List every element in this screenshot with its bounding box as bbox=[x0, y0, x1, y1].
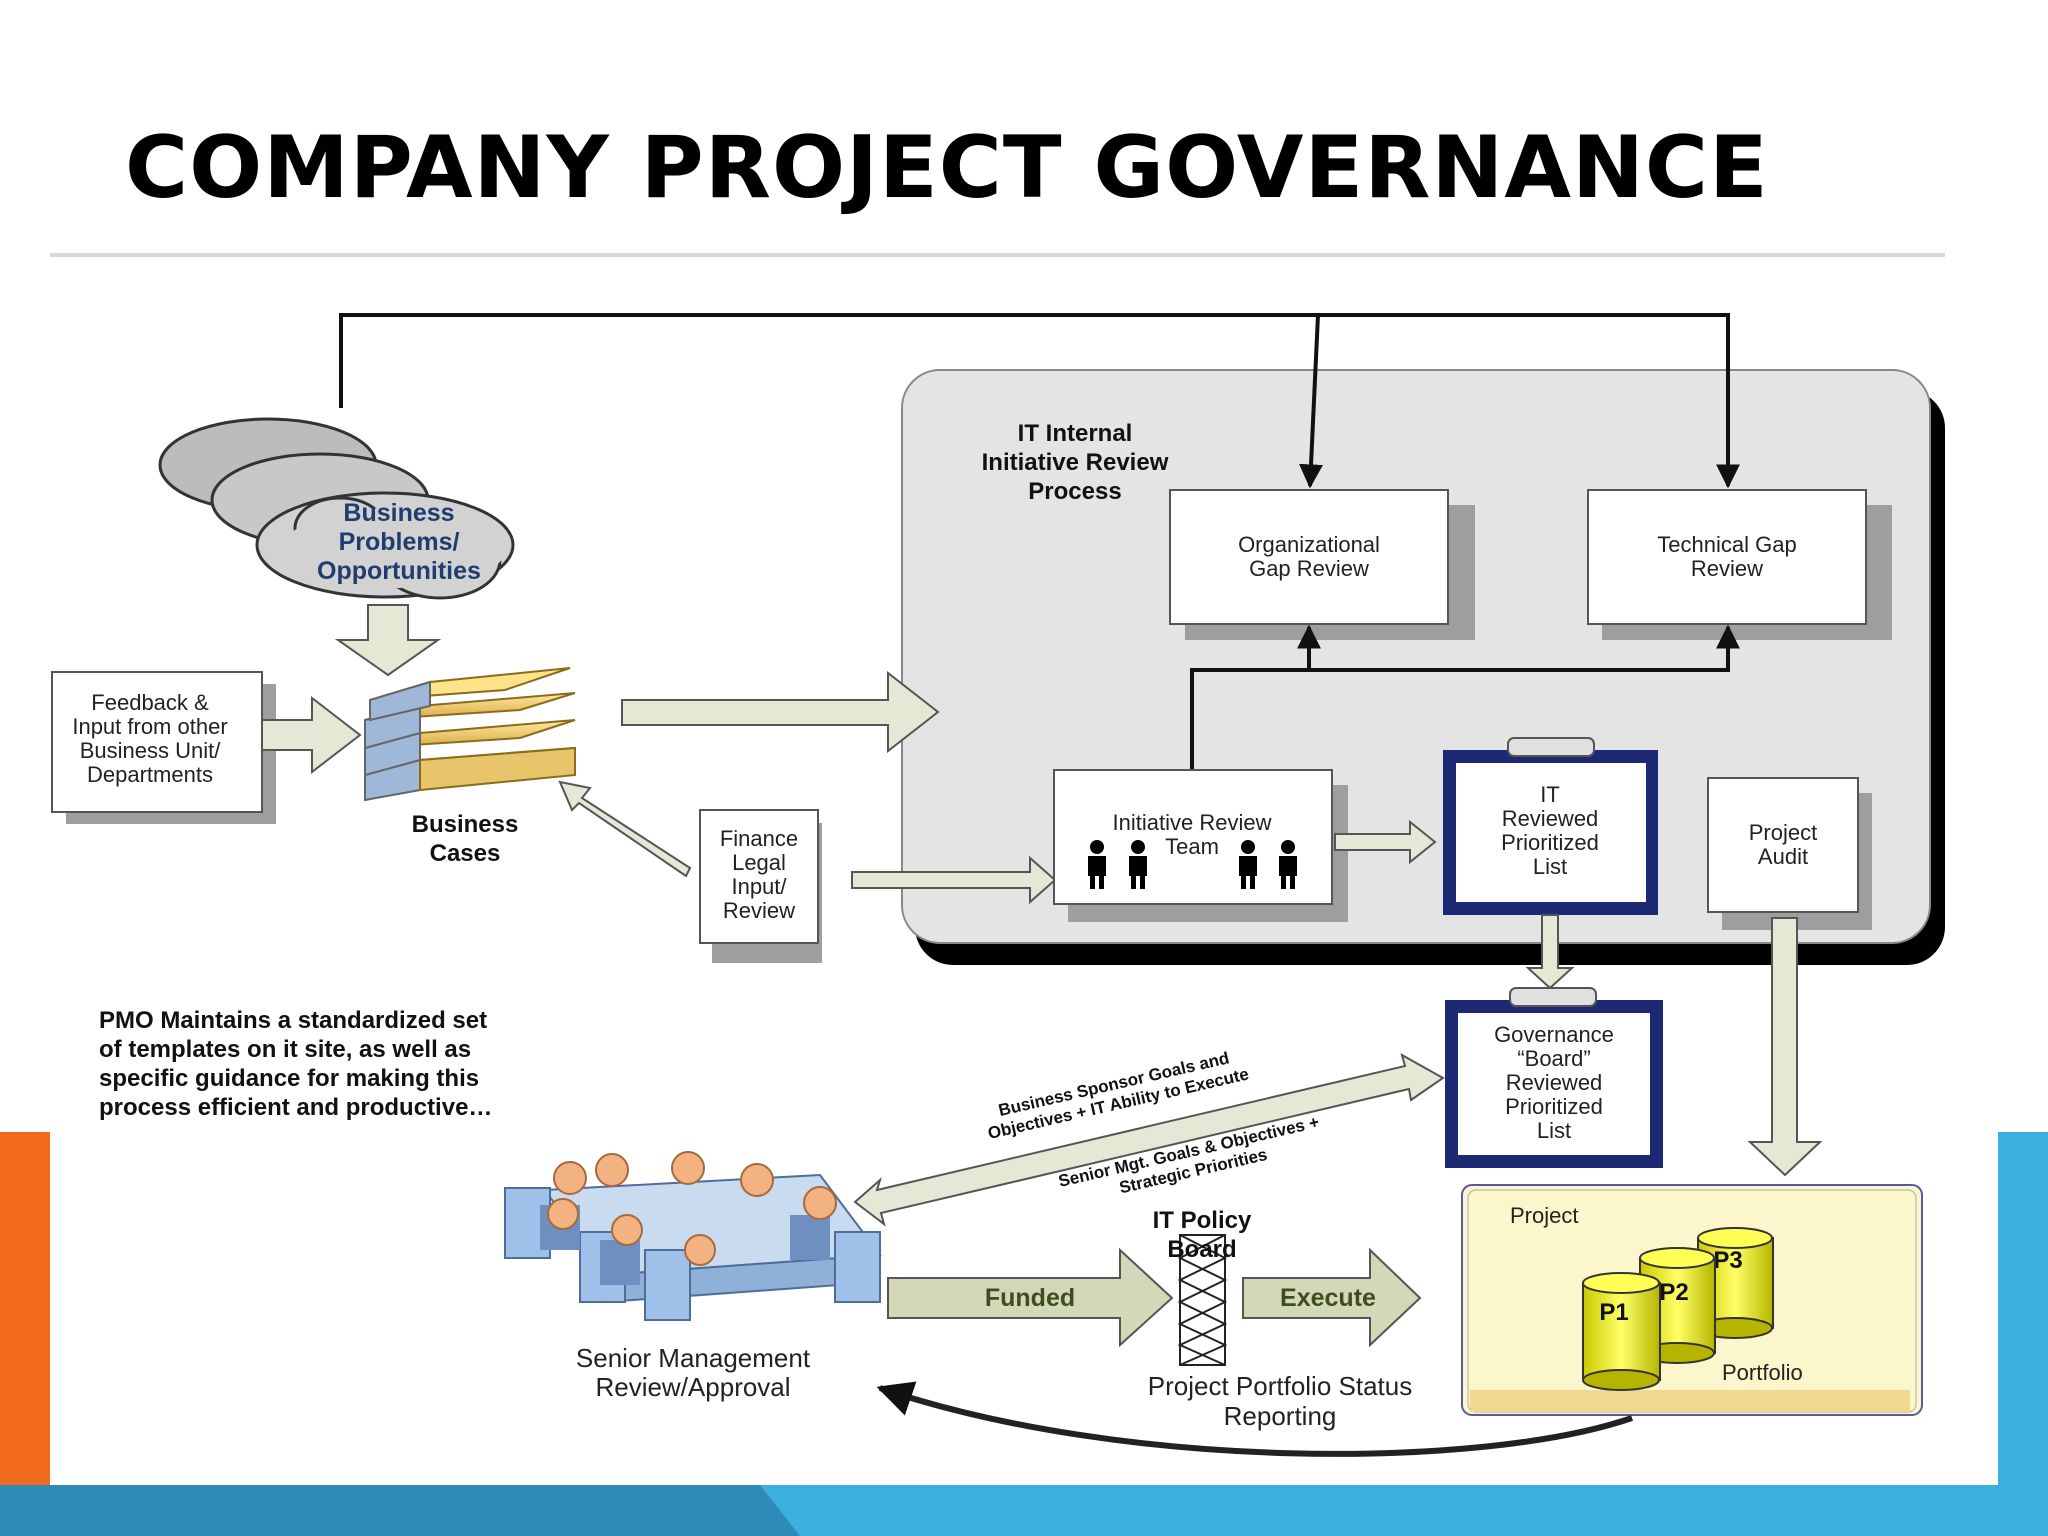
pmo-note-line-4: process efficient and productive… bbox=[99, 1094, 492, 1121]
blue-accent-bar-right bbox=[1998, 1132, 2048, 1536]
finance-label-1: Finance bbox=[720, 826, 798, 851]
tech-gap-label-2: Review bbox=[1691, 556, 1763, 581]
down-arrow-icon bbox=[334, 604, 442, 677]
governance-label-2: “Board” bbox=[1517, 1046, 1590, 1071]
senior-mgmt-label-2: Review/Approval bbox=[595, 1372, 790, 1402]
finance-label-3: Input/ bbox=[731, 874, 787, 899]
double-arrow-icon bbox=[853, 1052, 1445, 1227]
finance-label-4: Review bbox=[723, 898, 795, 923]
project-portfolio-panel: Project Portfolio P3 P2 P1 bbox=[1461, 1184, 1923, 1416]
list-down-arrow-icon bbox=[1525, 914, 1575, 990]
finance-label-2: Legal bbox=[732, 850, 786, 875]
initiative-review-team-box: Initiative Review Team bbox=[1053, 769, 1348, 922]
senior-mgmt-label-1: Senior Management bbox=[576, 1343, 811, 1373]
pmo-note-line-3: specific guidance for making this bbox=[99, 1065, 479, 1092]
orange-accent-bar bbox=[0, 1132, 50, 1536]
it-list-label-2: Reviewed bbox=[1502, 806, 1599, 831]
governance-label-3: Reviewed bbox=[1506, 1070, 1603, 1095]
it-list-label-1: IT bbox=[1540, 782, 1560, 807]
governance-board-clipboard: Governance “Board” Reviewed Prioritized … bbox=[1445, 987, 1663, 1168]
organizational-gap-box: Organizational Gap Review bbox=[1169, 489, 1475, 640]
status-reporting-label-1: Project Portfolio Status bbox=[1148, 1371, 1412, 1401]
project-audit-label-1: Project bbox=[1749, 820, 1817, 845]
feedback-label-3: Business Unit/ bbox=[80, 738, 222, 763]
pmo-note-line-1: PMO Maintains a standardized set bbox=[99, 1007, 487, 1034]
finance-legal-box: Finance Legal Input/ Review bbox=[699, 809, 822, 963]
bottom-accent-bars bbox=[0, 1132, 2048, 1536]
governance-label-1: Governance bbox=[1494, 1022, 1614, 1047]
funded-label: Funded bbox=[985, 1284, 1075, 1312]
cloud-label-3: Opportunities bbox=[317, 557, 481, 585]
it-list-label-4: List bbox=[1533, 854, 1567, 879]
feedback-label-4: Departments bbox=[87, 762, 213, 787]
review-team-label-1: Initiative Review bbox=[1113, 810, 1272, 835]
slide-title: COMPANY PROJECT GOVERNANCE bbox=[125, 118, 1769, 218]
status-reporting-label-2: Reporting bbox=[1224, 1401, 1337, 1431]
return-curve-arrow bbox=[876, 1381, 1633, 1457]
dark-blue-accent-bar bbox=[0, 1485, 800, 1536]
business-cases-label-1: Business bbox=[412, 811, 519, 838]
cylinder-p2-label: P2 bbox=[1659, 1279, 1688, 1306]
cylinder-p3-label: P3 bbox=[1713, 1247, 1742, 1274]
governance-label-4: Prioritized bbox=[1505, 1094, 1603, 1119]
project-audit-label-2: Audit bbox=[1758, 844, 1808, 869]
business-cases-label-2: Cases bbox=[430, 840, 501, 867]
finance-to-team-arrow-icon bbox=[851, 855, 1057, 905]
org-gap-label-2: Gap Review bbox=[1249, 556, 1369, 581]
cylinder-p1-icon: P1 bbox=[1582, 1272, 1661, 1391]
execute-arrow: Execute bbox=[1242, 1247, 1422, 1348]
review-team-label-2: Team bbox=[1165, 834, 1219, 859]
policy-board-tower-icon: IT Policy Board bbox=[1153, 1207, 1252, 1366]
meeting-table-icon bbox=[504, 1151, 882, 1321]
big-right-arrow-icon bbox=[621, 670, 940, 754]
execute-label: Execute bbox=[1280, 1284, 1376, 1312]
review-connectors bbox=[1190, 624, 1740, 770]
feedback-box: Feedback & Input from other Business Uni… bbox=[51, 671, 276, 824]
process-box-title-1: IT Internal bbox=[1018, 420, 1133, 447]
process-box-title-2: Initiative Review bbox=[982, 449, 1169, 476]
feedback-label-1: Feedback & bbox=[91, 690, 209, 715]
org-gap-label-1: Organizational bbox=[1238, 532, 1380, 557]
cylinder-p1-label: P1 bbox=[1599, 1299, 1628, 1326]
policy-board-label-2: Board bbox=[1167, 1236, 1236, 1263]
project-label: Project bbox=[1510, 1203, 1578, 1228]
team-to-list-arrow-icon bbox=[1334, 819, 1437, 865]
it-reviewed-list-clipboard: IT Reviewed Prioritized List bbox=[1443, 737, 1658, 915]
process-box-title-3: Process bbox=[1028, 478, 1121, 505]
tech-gap-label-1: Technical Gap bbox=[1657, 532, 1796, 557]
audit-down-arrow-icon bbox=[1747, 917, 1823, 1177]
cloud-label-2: Problems/ bbox=[339, 528, 460, 556]
title-divider bbox=[50, 253, 1945, 257]
right-arrow-icon bbox=[261, 695, 362, 775]
cloud-icon: Business Problems/ Opportunities bbox=[158, 417, 515, 600]
technical-gap-box: Technical Gap Review bbox=[1587, 489, 1892, 640]
people-icon bbox=[1088, 840, 1297, 889]
project-audit-box: Project Audit bbox=[1707, 777, 1872, 930]
governance-label-5: List bbox=[1537, 1118, 1571, 1143]
it-list-label-3: Prioritized bbox=[1501, 830, 1599, 855]
cloud-label-1: Business bbox=[343, 499, 454, 527]
portfolio-label: Portfolio bbox=[1722, 1360, 1803, 1385]
policy-board-label-1: IT Policy bbox=[1153, 1207, 1252, 1234]
feedback-label-2: Input from other bbox=[72, 714, 227, 739]
books-icon bbox=[364, 667, 576, 802]
funded-arrow: Funded bbox=[887, 1247, 1174, 1348]
diagonal-arrow-icon bbox=[558, 780, 692, 878]
pmo-note-line-2: of templates on it site, as well as bbox=[99, 1036, 471, 1063]
pmo-note: PMO Maintains a standardized set of temp… bbox=[99, 1007, 492, 1121]
top-feedback-loop bbox=[339, 313, 1740, 489]
